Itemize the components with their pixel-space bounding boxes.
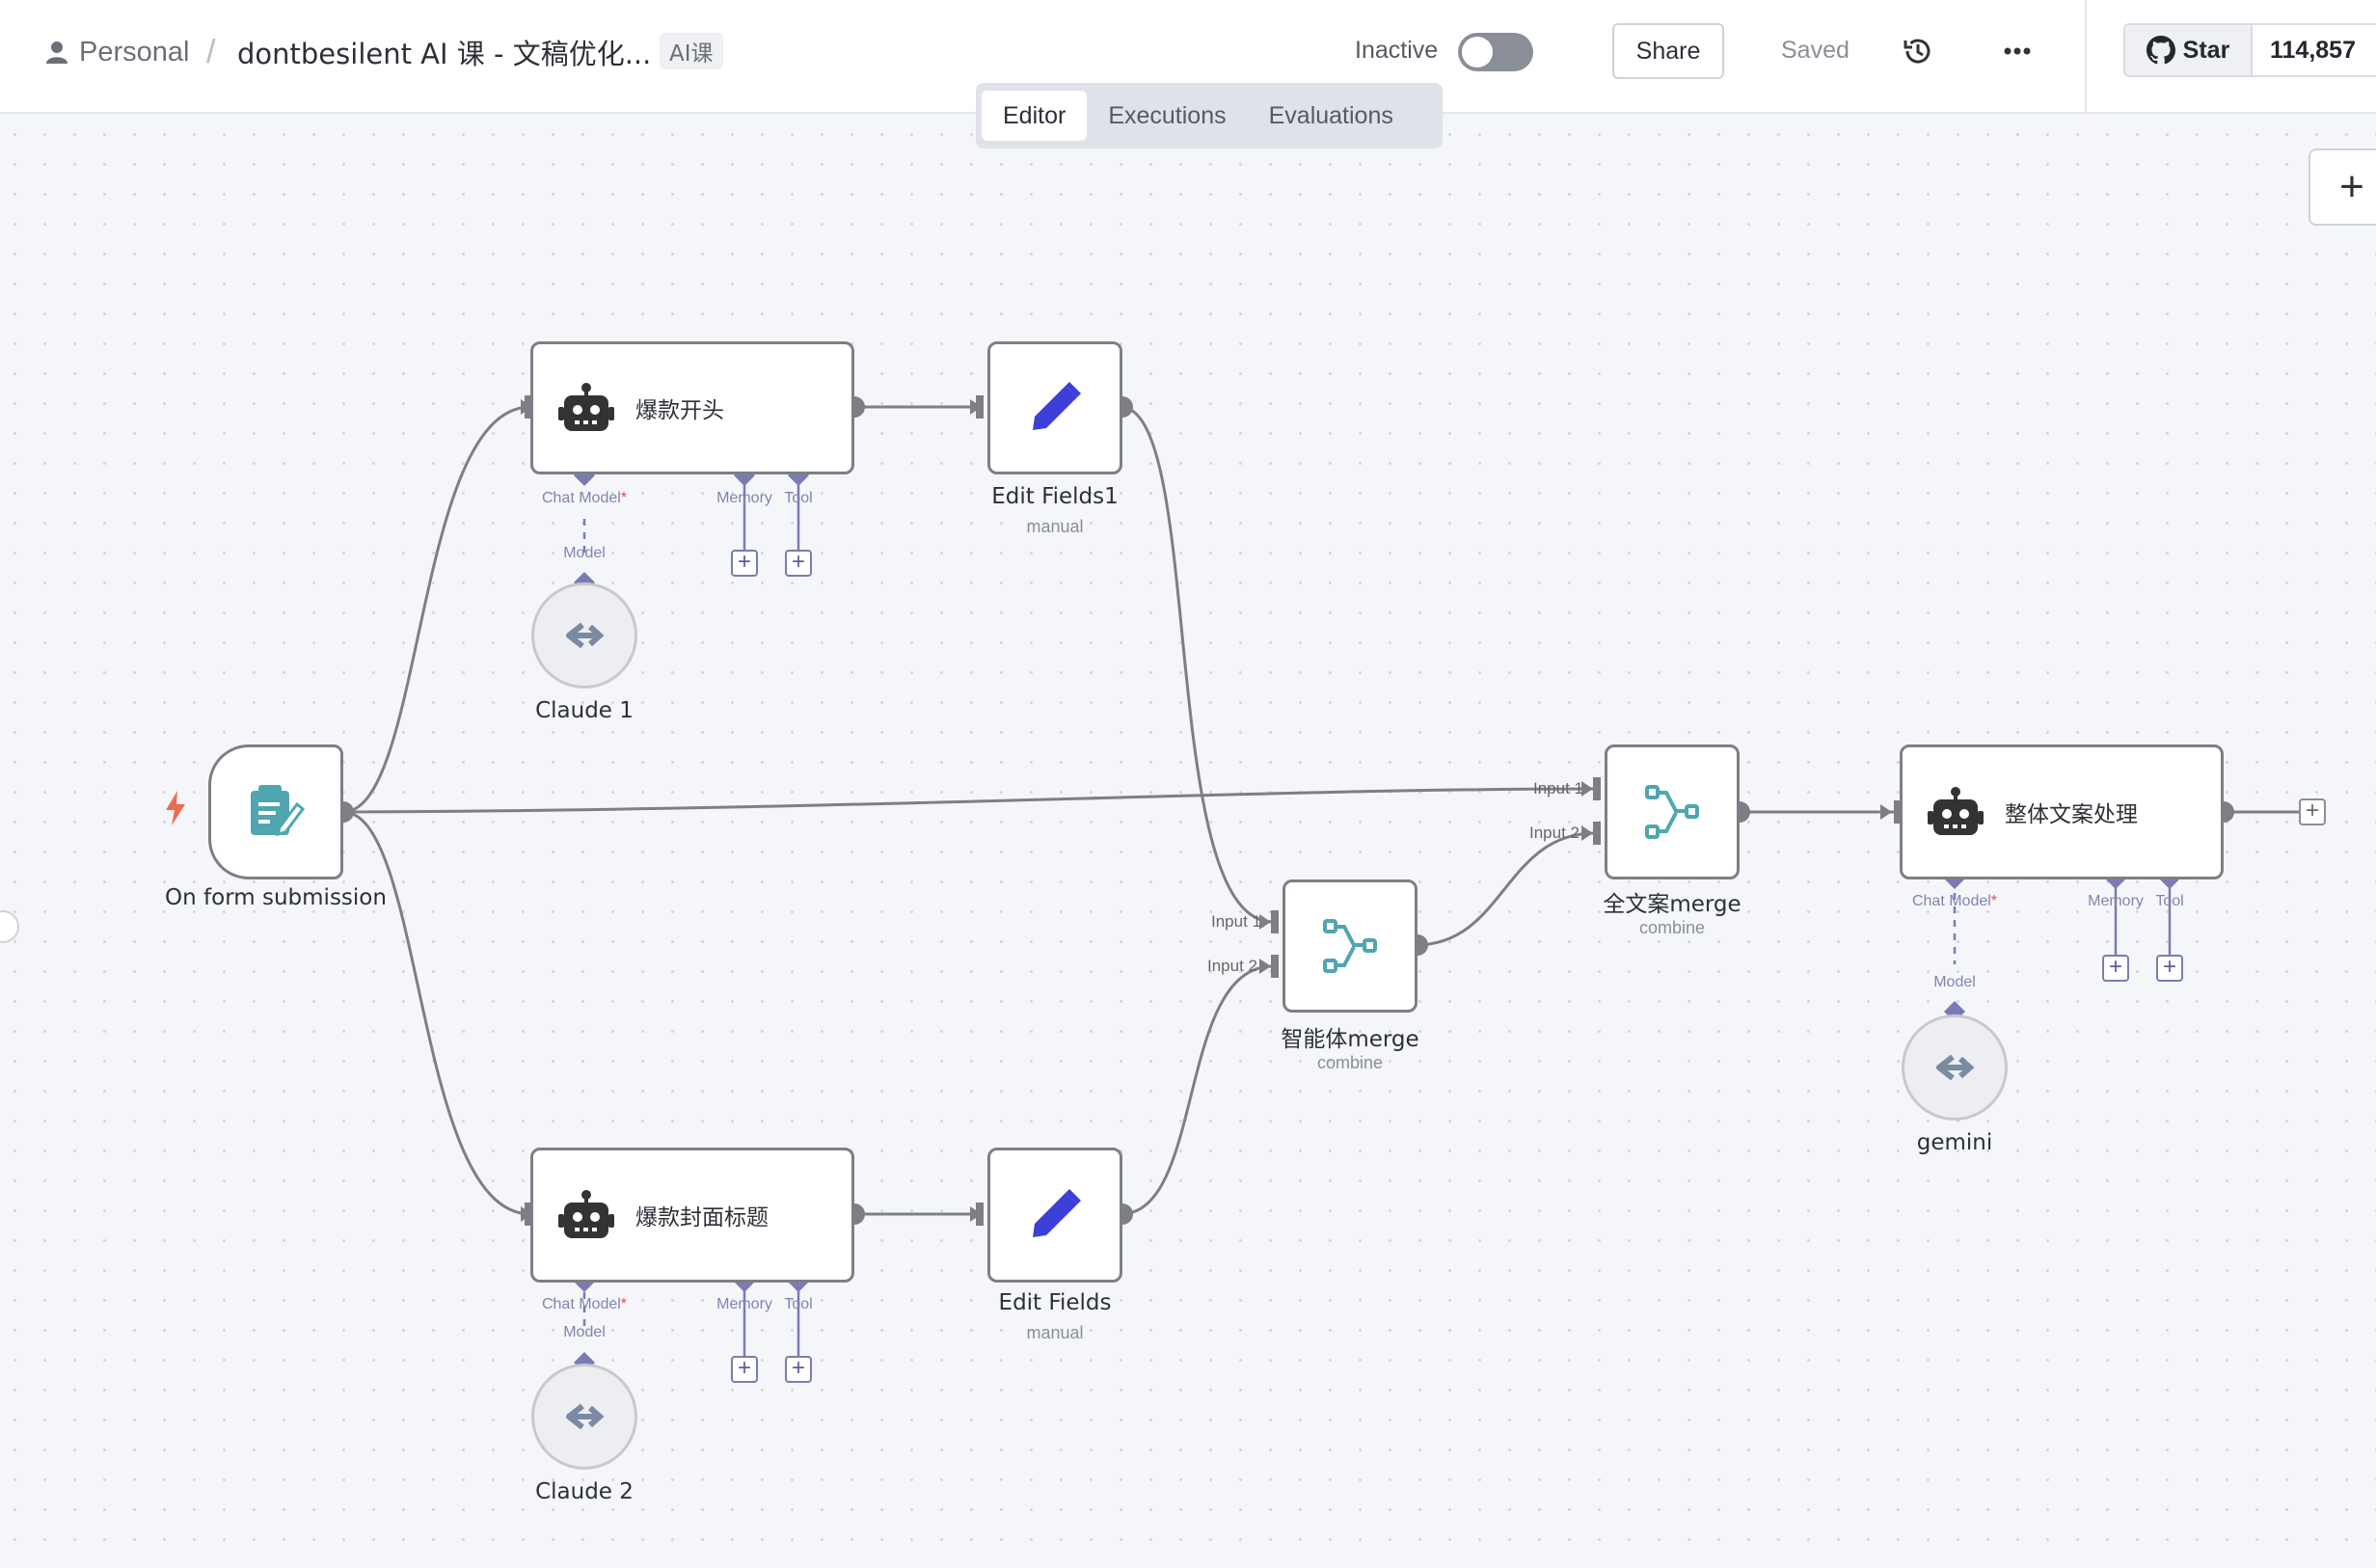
merge-agent-input2-label: Input 2 [1207, 957, 1257, 975]
edge-trigger-to-merge-all [342, 787, 1602, 814]
add-tool-button[interactable]: + [785, 550, 812, 577]
node-form-trigger[interactable] [208, 744, 343, 879]
add-memory-button[interactable]: + [731, 1356, 758, 1383]
add-node-button[interactable]: + [2308, 149, 2376, 226]
port-chat-model: Chat Model* [541, 490, 628, 506]
port-tool: Tool [2155, 893, 2184, 909]
merge-icon [1323, 919, 1377, 973]
robot-icon [558, 383, 614, 431]
add-tool-button[interactable]: + [785, 1356, 812, 1383]
node-agent-top[interactable]: 爆款开头 [530, 341, 854, 474]
node-agent-bottom[interactable]: 爆款封面标题 [530, 1148, 854, 1283]
port-memory: Memory [2088, 893, 2144, 909]
merge-all-input2-label: Input 2 [1529, 824, 1580, 842]
node-form-trigger-label: On form submission [165, 885, 387, 910]
robot-icon [1928, 787, 1984, 835]
user-icon [46, 41, 68, 64]
active-status-label: Inactive [1355, 37, 1439, 64]
workflow-tag[interactable]: AI课 [660, 33, 723, 69]
share-button[interactable]: Share [1612, 23, 1724, 79]
node-agent-top-title: 爆款开头 [635, 398, 724, 423]
port-chat-model: Chat Model* [1911, 893, 1998, 909]
github-icon [2146, 36, 2175, 65]
port-memory: Memory [716, 1296, 772, 1312]
header-divider [2085, 0, 2087, 114]
node-edit-fields1-label: Edit Fields1 [991, 484, 1119, 509]
node-claude-1[interactable] [531, 582, 637, 689]
port-model: Model [563, 545, 606, 561]
history-icon[interactable] [1902, 35, 1934, 68]
node-edit-fields1[interactable] [987, 341, 1122, 474]
edge-merge-agent-to-merge-all [1415, 831, 1596, 947]
merge-icon [1645, 785, 1699, 839]
more-options-icon[interactable] [2001, 37, 2034, 66]
breadcrumb-project[interactable]: Personal [46, 33, 189, 71]
github-star-count: 114,857 [2270, 36, 2356, 64]
pencil-icon [1033, 382, 1081, 430]
robot-icon [558, 1190, 614, 1238]
port-chat-model: Chat Model* [541, 1296, 628, 1312]
node-claude-1-label: Claude 1 [535, 698, 634, 723]
tab-executions[interactable]: Executions [1108, 101, 1227, 129]
node-merge-agent[interactable] [1282, 879, 1418, 1013]
node-claude-2-label: Claude 2 [535, 1479, 634, 1504]
port-model: Model [1933, 974, 1976, 990]
node-merge-agent-label: 智能体merge [1281, 1027, 1419, 1052]
saved-status: Saved [1781, 37, 1850, 64]
add-memory-button[interactable]: + [2102, 955, 2129, 982]
workflow-title[interactable]: dontbesilent AI 课 - 文稿优化... [237, 38, 652, 70]
edge-trigger-to-agent-top [342, 405, 531, 814]
node-edit-fields-sub: manual [1026, 1323, 1084, 1342]
anthropic-model-icon [566, 1403, 605, 1430]
tab-editor[interactable]: Editor [982, 91, 1088, 141]
pencil-icon [1033, 1189, 1081, 1237]
node-claude-2[interactable] [531, 1364, 637, 1470]
port-tool: Tool [784, 490, 813, 506]
node-gemini[interactable] [1902, 1014, 2008, 1121]
node-edit-fields[interactable] [987, 1148, 1122, 1283]
node-edit-fields-label: Edit Fields [998, 1290, 1112, 1315]
edge-edit1-to-merge-agent [1120, 405, 1274, 924]
node-agent-final[interactable]: 整体文案处理 [1900, 744, 2224, 879]
node-edit-fields1-sub: manual [1026, 517, 1084, 536]
tab-evaluations[interactable]: Evaluations [1268, 101, 1393, 129]
node-merge-all[interactable] [1605, 744, 1740, 879]
anthropic-model-icon [566, 622, 605, 649]
gemini-model-icon [1936, 1054, 1975, 1081]
merge-all-input1-label: Input 1 [1533, 779, 1583, 798]
node-gemini-label: gemini [1916, 1130, 1993, 1155]
trigger-bolt-icon [166, 791, 185, 825]
edge-trigger-to-agent-bottom [342, 810, 531, 1216]
node-merge-all-label: 全文案merge [1603, 892, 1742, 917]
edge-edit-to-merge-agent [1120, 964, 1274, 1216]
github-star-widget[interactable]: Star 114,857 [2123, 23, 2376, 77]
view-tabs: Editor Executions Evaluations [976, 83, 1443, 149]
project-name: Personal [79, 36, 190, 68]
merge-agent-input1-label: Input 1 [1211, 912, 1261, 931]
node-agent-final-title: 整体文案处理 [2005, 802, 2138, 827]
add-memory-button[interactable]: + [731, 550, 758, 577]
port-tool: Tool [784, 1296, 813, 1312]
node-merge-all-sub: combine [1638, 918, 1706, 937]
port-model: Model [563, 1324, 606, 1340]
toggle-knob [1462, 37, 1493, 68]
node-merge-agent-sub: combine [1316, 1053, 1384, 1072]
active-toggle[interactable] [1458, 33, 1533, 71]
form-icon [251, 785, 305, 837]
add-tool-button[interactable]: + [2156, 955, 2183, 982]
breadcrumb-separator: / [206, 33, 216, 70]
add-next-node-button[interactable]: + [2299, 798, 2326, 825]
github-star-button[interactable]: Star [2125, 25, 2253, 75]
github-star-label: Star [2182, 36, 2230, 64]
node-agent-bottom-title: 爆款封面标题 [635, 1205, 769, 1230]
port-memory: Memory [716, 490, 772, 506]
